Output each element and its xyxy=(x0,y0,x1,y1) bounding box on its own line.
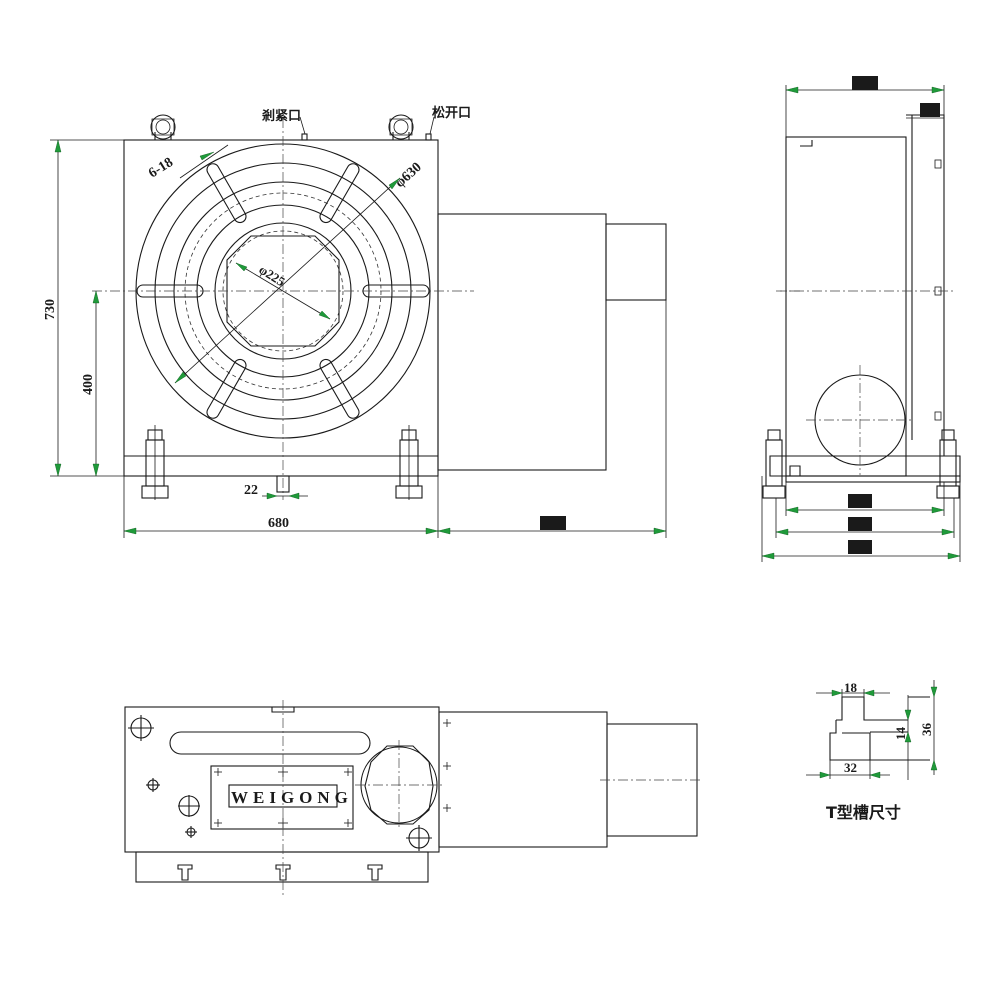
top-slot xyxy=(169,731,371,755)
redacted-dimension xyxy=(848,494,872,508)
redacted-dimension xyxy=(848,517,872,531)
motor-end-cap xyxy=(605,223,667,301)
redacted-dimension xyxy=(540,516,566,530)
tslot-detail xyxy=(806,680,938,780)
front-view xyxy=(50,114,800,538)
width-680-label: 680 xyxy=(268,516,289,531)
dia-630-label: φ630 xyxy=(393,160,425,191)
nameplate xyxy=(210,765,354,830)
tslot-depth-label: 14 xyxy=(893,727,908,741)
fittings xyxy=(128,715,432,851)
dia-225-label: φ225 xyxy=(256,262,288,290)
foot-bolt-right xyxy=(395,425,423,500)
side-body xyxy=(785,136,907,477)
base-plate xyxy=(135,851,429,883)
motor-housing xyxy=(437,213,607,471)
top-body xyxy=(124,706,440,853)
tslot-bottom-label: 32 xyxy=(844,760,857,775)
side-view xyxy=(761,76,961,562)
rotary-table xyxy=(92,118,800,500)
redacted-dimension xyxy=(852,76,878,90)
clamp-port-label: 剎紧口 xyxy=(261,109,301,124)
top-view xyxy=(124,700,700,895)
tslot-height-label: 36 xyxy=(919,723,934,737)
release-port-label: 松开口 xyxy=(432,105,471,121)
brand-label: WEIGONG xyxy=(231,788,353,807)
foot-bolt-left xyxy=(141,425,169,500)
redacted-dimension xyxy=(848,540,872,554)
height-400-label: 400 xyxy=(81,374,96,395)
top-motor xyxy=(438,711,608,848)
tslot-width-label: 18 xyxy=(844,680,858,695)
height-730-label: 730 xyxy=(43,299,58,320)
tslot-title: T型槽尺寸 xyxy=(826,803,901,822)
holes-label: 6-18 xyxy=(146,155,176,181)
key-slot xyxy=(276,475,290,493)
center-bore xyxy=(226,235,340,347)
lifting-eye-left xyxy=(150,114,176,140)
key-width-label: 22 xyxy=(244,483,258,498)
lifting-eye-right xyxy=(388,114,414,140)
redacted-dimension xyxy=(920,103,940,117)
